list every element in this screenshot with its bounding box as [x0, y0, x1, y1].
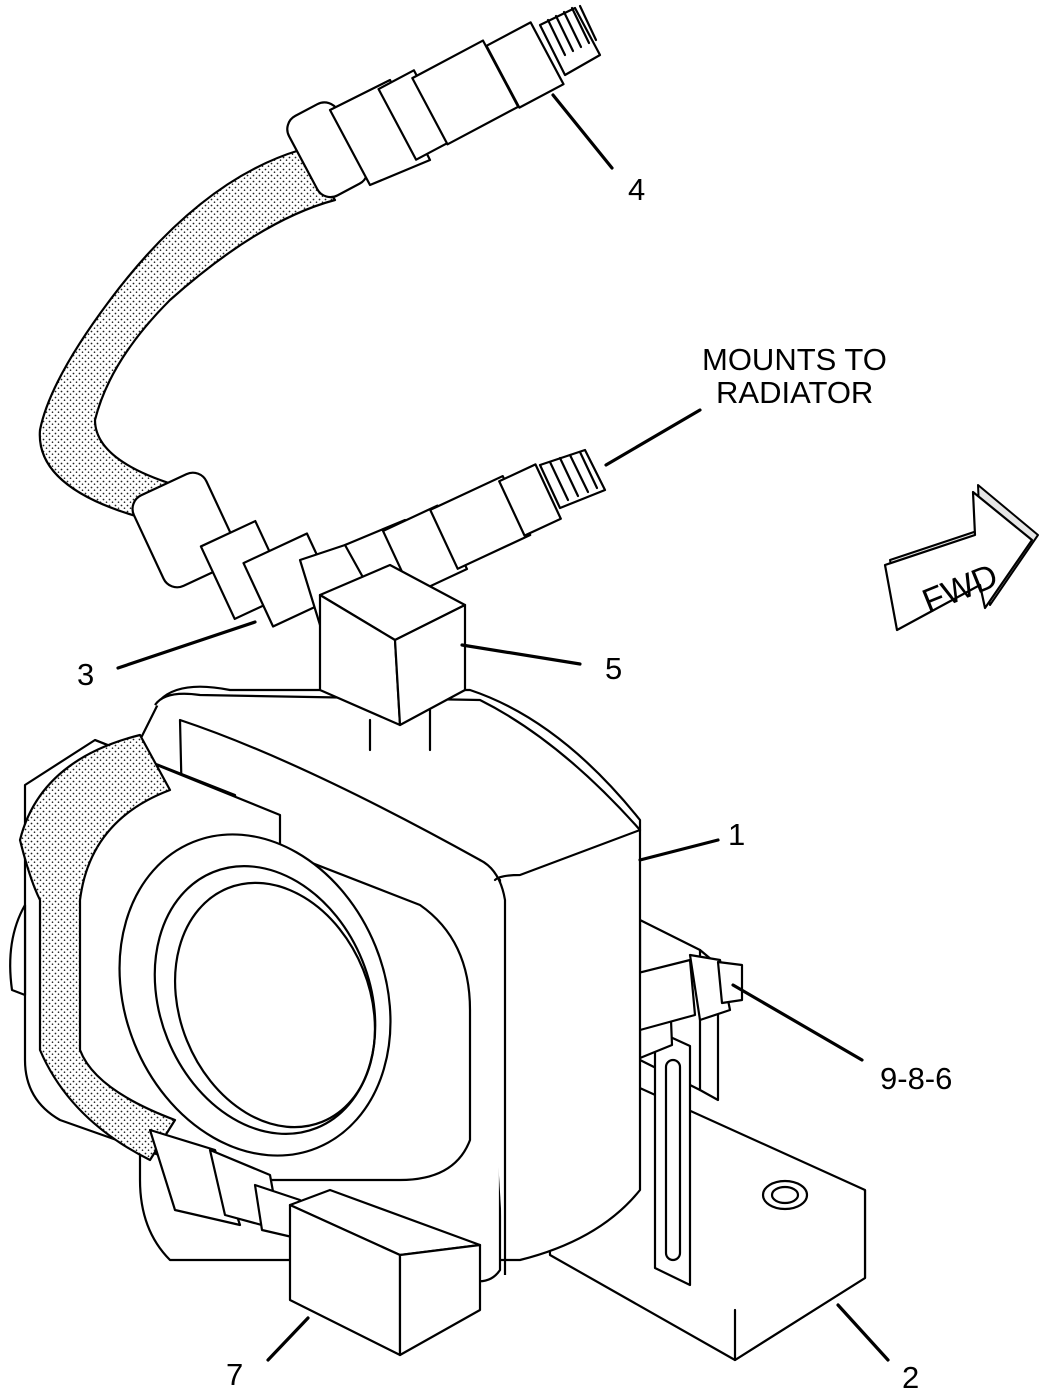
upper-hose-fittings: [286, 4, 602, 199]
callout-5: 5: [605, 651, 622, 686]
tee-fitting-assembly: [131, 448, 607, 752]
note-radiator: RADIATOR: [716, 375, 873, 410]
callout-9-8-6: 9-8-6: [880, 1061, 952, 1096]
leader-lines: [116, 93, 890, 1362]
note-mounts-to: MOUNTS TO: [702, 342, 887, 377]
callout-labels: 4 MOUNTS TO RADIATOR 3 5 1 9-8-6 7 2: [77, 172, 952, 1395]
callout-2: 2: [902, 1360, 919, 1395]
callout-7: 7: [226, 1357, 243, 1392]
heater-housing: [9, 685, 642, 1283]
callout-1: 1: [728, 817, 745, 852]
lower-sensor-block: [148, 1128, 482, 1357]
forward-direction-arrow: FWD: [883, 484, 1039, 632]
callout-4: 4: [628, 172, 645, 207]
coolant-hose: [18, 148, 337, 1162]
callout-3: 3: [77, 657, 94, 692]
